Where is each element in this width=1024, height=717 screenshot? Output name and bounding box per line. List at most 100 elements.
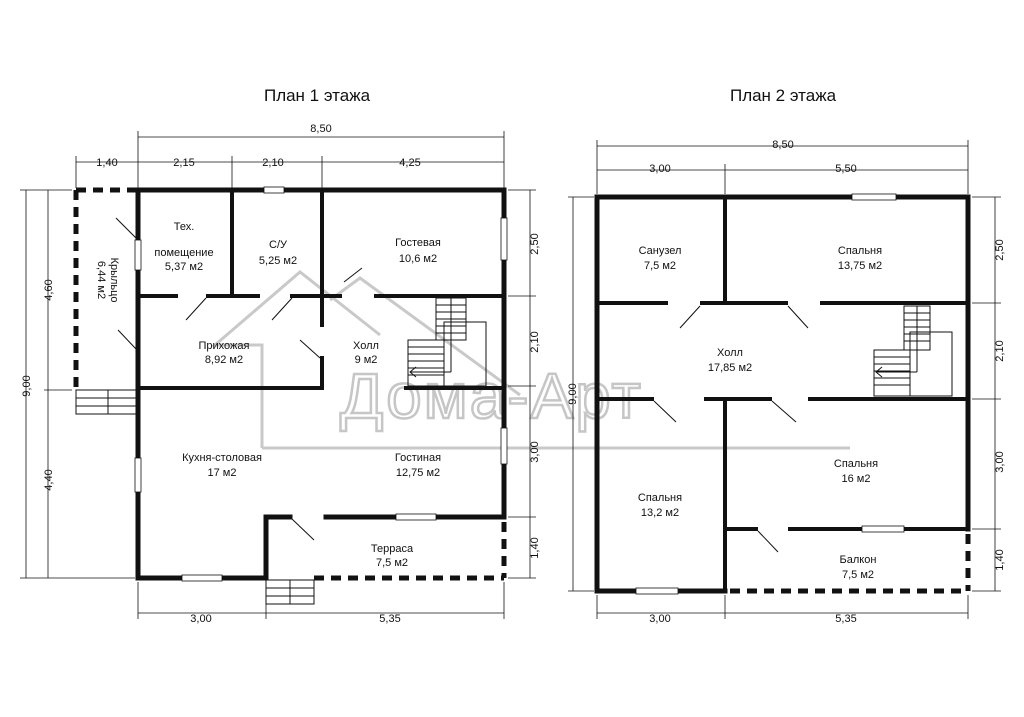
plan1-title: План 1 этажа [264, 86, 371, 105]
window [500, 217, 508, 261]
room-area: 16 м2 [842, 473, 871, 485]
room-area: 12,75 м2 [396, 467, 440, 479]
plan2-windows [635, 193, 905, 595]
room-area: 8,92 м2 [205, 354, 243, 366]
room-name: Спальня [838, 245, 882, 257]
plan2-dims-right: 2,50 2,10 3,00 1,40 [972, 196, 1006, 592]
door [787, 305, 809, 329]
stair-arrow-icon [875, 366, 883, 378]
room-area: 17,85 м2 [708, 362, 752, 374]
plan2-dim-right-0: 2,50 [994, 239, 1006, 260]
window [851, 193, 897, 201]
plan1-dim-top-3: 4,25 [399, 157, 420, 169]
room-name: Санузел [639, 245, 682, 257]
room-name: Крыльцо [108, 258, 120, 303]
room-area: 7,5 м2 [376, 557, 408, 569]
door [679, 305, 701, 329]
door [185, 297, 207, 321]
plan1-windows [134, 186, 508, 582]
room-area: 5,25 м2 [259, 255, 297, 267]
plan1-dim-right-0: 2,50 [529, 233, 541, 254]
plan1-dim-bottom-1: 5,35 [379, 613, 400, 625]
plan2-dim-right-1: 2,10 [994, 340, 1006, 361]
door [115, 217, 137, 239]
plan2-dim-bottom-0: 3,00 [649, 613, 670, 625]
plan1-dims-top: 8,50 1,40 2,15 2,10 4,25 [75, 123, 505, 188]
door [653, 400, 677, 423]
door [117, 329, 138, 351]
room-area: 6,44 м2 [95, 261, 107, 299]
window [861, 525, 905, 533]
plan1-interior-walls [136, 188, 506, 390]
window [263, 186, 285, 194]
stair-arrow-icon [409, 366, 417, 378]
plan1-doors [115, 217, 363, 541]
plan2-doors [653, 305, 809, 553]
plan2-dims-top: 8,50 3,00 5,50 [596, 139, 969, 194]
watermark: Дома-Арт [210, 270, 850, 450]
plan1-dim-bottom-0: 3,00 [190, 613, 211, 625]
plan2-dim-bottom-1: 5,35 [835, 613, 856, 625]
door [771, 400, 797, 423]
plan2-dim-top-1: 5,50 [835, 163, 856, 175]
window [134, 239, 142, 271]
room-name: Спальня [638, 492, 682, 504]
plan2-dim-top-0: 3,00 [649, 163, 670, 175]
door [291, 518, 315, 541]
plan2-dim-left-total: 9,00 [567, 383, 579, 404]
plan1-dims-left: 9,00 4,60 4,40 [20, 189, 135, 579]
plan1-dim-top-0: 1,40 [96, 157, 117, 169]
plan1-dim-right-3: 1,40 [529, 537, 541, 558]
room-area: 7,5 м2 [842, 569, 874, 581]
room-name: Холл [717, 347, 743, 359]
plan1-dim-left-1: 4,40 [43, 469, 55, 490]
window [181, 574, 223, 582]
door [757, 530, 779, 553]
plan1-staircase [407, 297, 487, 387]
window [134, 457, 142, 493]
plan1-dim-top-1: 2,15 [173, 157, 194, 169]
room-name: Тех. [174, 221, 195, 233]
room-name: Холл [353, 340, 379, 352]
plan1-dim-left-total: 9,00 [21, 375, 33, 396]
plan2-dim-total-width: 8,50 [772, 139, 793, 151]
room-name: С/У [269, 239, 288, 251]
plan1-dims-right: 2,50 2,10 3,00 1,40 [508, 189, 541, 579]
room-name: Спальня [834, 458, 878, 470]
window [500, 427, 508, 465]
plan1-dim-total-width: 8,50 [310, 123, 331, 135]
window [395, 513, 437, 521]
plan2-dims-left: 9,00 [567, 196, 594, 592]
watermark-text: Дома-Арт [340, 360, 643, 432]
plan1-dims-bottom: 3,00 5,35 [137, 582, 505, 625]
plan1-dim-right-1: 2,10 [529, 331, 541, 352]
room-name: Гостиная [395, 452, 441, 464]
plan1-room-labels: Тех. помещение 5,37 м2 С/У 5,25 м2 Госте… [95, 221, 441, 569]
window [635, 587, 679, 595]
room-name: Прихожая [199, 340, 250, 352]
plan1: 8,50 1,40 2,15 2,10 4,25 9,00 4,60 4,40 [20, 123, 541, 625]
door [271, 297, 293, 321]
room-name: помещение [154, 247, 213, 259]
plan1-steps-bottom [265, 579, 315, 605]
plan2-room-labels: Санузел 7,5 м2 Спальня 13,75 м2 Холл 17,… [638, 245, 882, 581]
room-area: 9 м2 [355, 354, 378, 366]
plan1-dim-top-2: 2,10 [262, 157, 283, 169]
door [299, 339, 321, 359]
watermark-house-icon [210, 270, 381, 448]
plan2-staircase [873, 305, 953, 397]
plan2: 8,50 3,00 5,50 9,00 2,50 2,10 3,00 1,40 [567, 139, 1006, 625]
plan1-dim-right-2: 3,00 [529, 441, 541, 462]
plan1-steps-left [75, 389, 139, 415]
plan2-dim-right-2: 3,00 [994, 451, 1006, 472]
room-name: Кухня-столовая [182, 452, 262, 464]
plan1-dim-left-0: 4,60 [43, 279, 55, 300]
plan2-dim-right-3: 1,40 [994, 549, 1006, 570]
room-area: 5,37 м2 [165, 261, 203, 273]
room-area: 13,75 м2 [838, 260, 882, 272]
room-area: 13,2 м2 [641, 507, 679, 519]
room-name: Терраса [371, 543, 414, 555]
plan2-exterior-walls [594, 194, 971, 594]
door [343, 267, 363, 283]
